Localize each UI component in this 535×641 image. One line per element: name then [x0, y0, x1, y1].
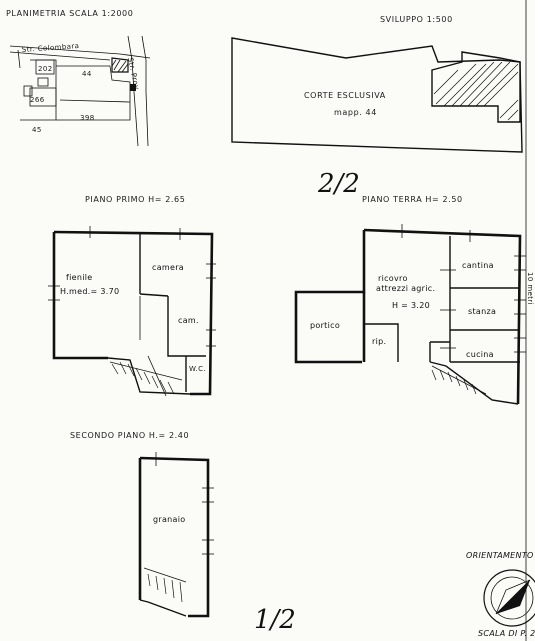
- piano-primo-header: PIANO PRIMO H= 2.65: [85, 195, 185, 204]
- scale-margin-label: 10 metri: [526, 272, 534, 305]
- site-map: Str. Colombara Str. Prov. 202 44 266 45 …: [9, 35, 151, 147]
- parcel-266: 266: [30, 96, 45, 104]
- fienile-label: fienile: [66, 273, 93, 282]
- ricovro-label: ricovro: [378, 274, 408, 283]
- attrezzi-label: attrezzi agric.: [376, 284, 435, 293]
- mapp-label: mapp. 44: [334, 108, 377, 117]
- corte-label: CORTE ESCLUSIVA: [304, 91, 386, 100]
- street-label-colombara: Str. Colombara: [22, 42, 80, 54]
- parcel-202: 202: [38, 65, 53, 73]
- ricovro-height: H = 3.20: [392, 301, 430, 310]
- scala-label: SCALA DI P. 2: [478, 629, 535, 638]
- second-floor-plan: granaio: [138, 452, 214, 618]
- ground-floor-plan: ricovro attrezzi agric. H = 3.20 cantina…: [294, 224, 526, 405]
- granaio-label: granaio: [153, 515, 185, 524]
- cantina-label: cantina: [462, 261, 494, 270]
- courtyard-plan: CORTE ESCLUSIVA mapp. 44: [231, 37, 523, 153]
- secondo-piano-header: SECONDO PIANO H.= 2.40: [70, 431, 189, 440]
- portico-label: portico: [310, 321, 340, 330]
- planimetria-header: PLANIMETRIA SCALA 1:2000: [6, 9, 133, 18]
- street-label-prov: Str. Prov.: [126, 57, 141, 93]
- cucina-label: cucina: [466, 350, 494, 359]
- orientamento-label: ORIENTAMENTO: [466, 551, 534, 560]
- camera-label: camera: [152, 263, 184, 272]
- sviluppo-header: SVILUPPO 1:500: [380, 15, 453, 24]
- page-mark-1-2: 1/2: [254, 605, 296, 635]
- wc-label: W.C.: [189, 365, 206, 373]
- parcel-398: 398: [80, 114, 95, 122]
- rip-label: rip.: [372, 337, 386, 346]
- first-floor-plan: fienile H.med.= 3.70 camera cam. W.C.: [48, 226, 216, 397]
- fienile-height: H.med.= 3.70: [60, 287, 119, 296]
- parcel-45: 45: [32, 126, 42, 134]
- compass-icon: [483, 569, 535, 627]
- piano-terra-header: PIANO TERRA H= 2.50: [362, 195, 463, 204]
- cam-label: cam.: [178, 316, 199, 325]
- parcel-44: 44: [82, 70, 92, 78]
- page-mark-2-2: 2/2: [317, 169, 360, 199]
- stanza-label: stanza: [468, 307, 496, 316]
